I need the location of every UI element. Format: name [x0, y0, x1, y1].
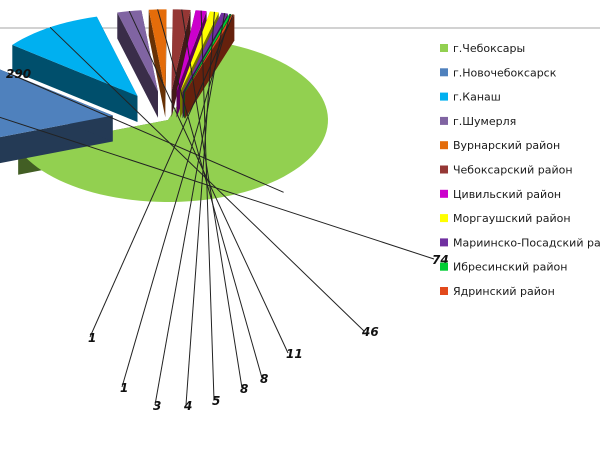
data-label-11: 1	[88, 331, 96, 345]
leader-line-7	[200, 10, 215, 401]
leader-line-8	[185, 11, 215, 406]
leader-line-5	[157, 9, 263, 379]
slice-top	[180, 11, 219, 92]
leader-line-11	[89, 14, 234, 338]
pie-slice-4	[117, 10, 158, 118]
legend-label: г.Канаш	[453, 91, 501, 104]
legend-entry-5: Вурнарский район	[440, 139, 560, 152]
legend-entry-6: Чебоксарский район	[440, 164, 573, 177]
leader-line-2	[0, 116, 435, 260]
slice-top	[184, 13, 232, 93]
legend-swatch	[440, 116, 448, 125]
legend-label: Ибресинский район	[453, 261, 567, 274]
legend-swatch	[440, 214, 448, 223]
data-label-9: 3	[153, 399, 161, 413]
slice-side-face	[12, 44, 138, 122]
slice-side-face	[148, 9, 166, 118]
slice-top	[176, 10, 207, 92]
legend-entry-10: Ибресинский район	[440, 261, 567, 274]
legend-swatch	[440, 165, 448, 174]
pie-slice-2	[0, 69, 113, 164]
slice-top	[117, 10, 158, 92]
legend-entry-2: г.Новочебоксарск	[440, 66, 557, 79]
legend-label: г.Шумерля	[453, 115, 516, 128]
legend-label: Чебоксарский район	[453, 164, 573, 177]
legend-entry-9: Мариинско-Посадский район	[440, 236, 600, 249]
slice-top	[12, 16, 138, 96]
legend-label: Ядринский район	[453, 285, 555, 298]
legend-label: г.Новочебоксарск	[453, 66, 557, 79]
leader-line-4	[128, 10, 289, 354]
legend-swatch	[440, 92, 448, 101]
legend-swatch	[440, 189, 448, 198]
slice-top	[18, 42, 328, 202]
slice-top	[182, 12, 228, 93]
pie-slices	[0, 9, 328, 202]
legend-entry-8: Моргаушский район	[440, 212, 571, 225]
legend-swatch	[440, 262, 448, 271]
data-label-4: 11	[286, 347, 303, 361]
data-label-8: 4	[183, 399, 192, 413]
legend-swatch	[440, 68, 448, 77]
legend-entry-7: Цивильский район	[440, 188, 561, 201]
slice-side-face	[117, 12, 158, 118]
legend-label: г.Чебоксары	[453, 42, 525, 55]
legend-swatch	[440, 287, 448, 295]
legend-entry-4: г.Шумерля	[440, 115, 516, 128]
legend-label: Вурнарский район	[453, 139, 560, 152]
legend-entry-3: г.Канаш	[440, 91, 501, 104]
data-label-10: 1	[120, 381, 128, 395]
data-label-1: 290	[6, 67, 31, 81]
legend-label: Моргаушский район	[453, 212, 571, 225]
slice-top	[148, 9, 167, 92]
leader-line-1	[7, 72, 284, 193]
slice-top	[171, 9, 191, 92]
leader-line-6	[181, 9, 243, 389]
legend: г.Чебоксары г.Новочебоксарск г.Канаш г.Шуме…	[440, 42, 600, 298]
legend-swatch	[440, 141, 448, 150]
pie-slice-3	[12, 16, 138, 122]
legend-swatch	[440, 44, 448, 52]
data-label-3: 46	[361, 325, 379, 339]
legend-entry-11: Ядринский район	[440, 285, 555, 298]
slice-top	[0, 69, 113, 138]
legend-label: Мариинско-Посадский район	[453, 236, 600, 249]
leader-lines	[0, 9, 435, 406]
data-label-5: 8	[260, 372, 268, 386]
data-label-6: 8	[240, 382, 248, 396]
leader-line-9	[154, 13, 226, 406]
legend-label: Цивильский район	[453, 188, 561, 201]
legend-entry-1: г.Чебоксары	[440, 42, 525, 55]
legend-swatch	[440, 238, 448, 247]
data-label-7: 5	[212, 394, 220, 408]
slice-top	[184, 14, 235, 93]
leader-line-10	[121, 13, 231, 388]
